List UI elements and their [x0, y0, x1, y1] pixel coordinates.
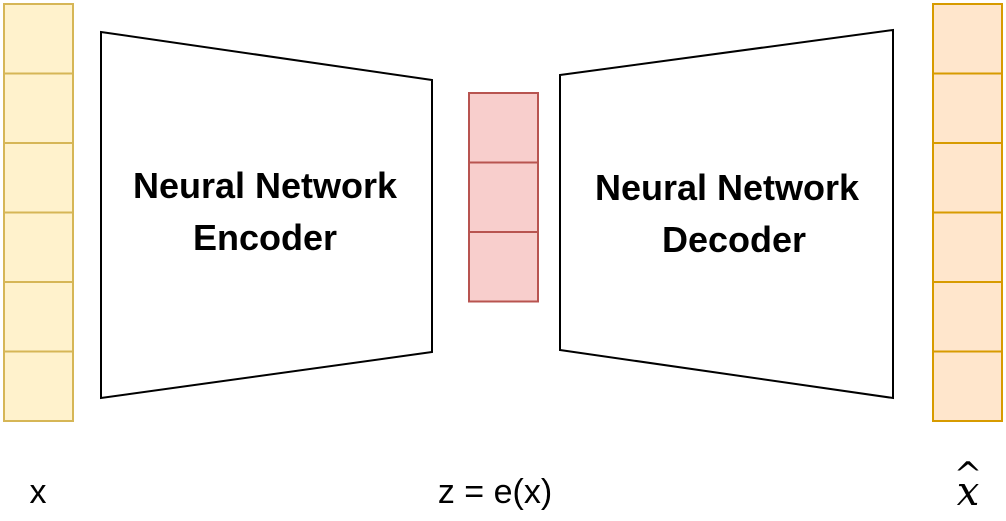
output-label-base: x	[957, 469, 980, 515]
output-vector-cell	[932, 281, 1003, 353]
output-vector-cell	[932, 72, 1003, 144]
output-vector-cell	[932, 211, 1003, 283]
latent-vector-cell	[468, 92, 539, 164]
input-vector-cell	[3, 142, 74, 214]
input-vector-cell	[3, 281, 74, 353]
decoder-block: Neural Network Decoder	[559, 28, 894, 400]
decoder-label-line1: Neural Network	[595, 167, 860, 208]
latent-vector-cell	[468, 231, 539, 303]
output-vector	[932, 3, 1003, 422]
encoder-label-line2: Encoder	[193, 217, 337, 258]
output-label-hat: ^	[954, 455, 983, 495]
latent-vector-cell	[468, 161, 539, 233]
encoder-trapezoid	[100, 30, 433, 400]
encoder-label-line1: Neural Network	[133, 165, 398, 206]
input-vector-cell	[3, 72, 74, 144]
decoder-trapezoid	[559, 28, 894, 400]
output-label: x ^	[954, 455, 983, 515]
input-label: x	[30, 473, 47, 511]
input-vector-cell	[3, 350, 74, 422]
latent-vector	[468, 92, 539, 303]
decoder-label-line2: Decoder	[662, 219, 806, 260]
input-vector	[3, 3, 74, 422]
latent-label: z = e(x)	[438, 473, 552, 511]
encoder-block: Neural Network Encoder	[100, 30, 433, 400]
output-vector-cell	[932, 142, 1003, 214]
input-vector-cell	[3, 211, 74, 283]
input-vector-cell	[3, 3, 74, 75]
output-vector-cell	[932, 3, 1003, 75]
output-vector-cell	[932, 350, 1003, 422]
